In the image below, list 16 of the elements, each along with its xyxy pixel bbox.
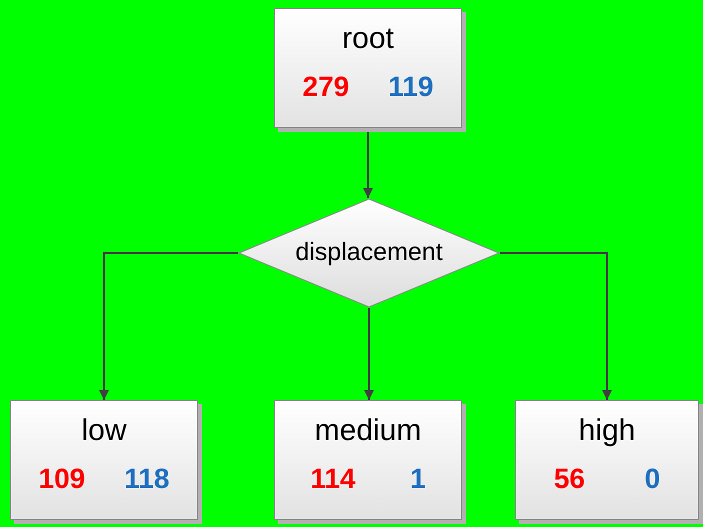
count-value: 109	[38, 462, 86, 496]
count-value: 114	[310, 462, 356, 496]
count-value: 56	[554, 462, 585, 496]
count-value: 0	[644, 462, 660, 496]
count-value: 118	[124, 462, 170, 496]
arrow	[99, 252, 238, 400]
node-title: root	[342, 21, 394, 57]
count-value: 1	[410, 462, 426, 496]
decision-label: displacement	[295, 237, 443, 268]
node-title: medium	[314, 413, 422, 449]
count-value: 279	[302, 70, 350, 104]
node-title: high	[578, 413, 636, 449]
node-title: low	[81, 413, 126, 449]
arrow	[364, 308, 374, 400]
arrow	[500, 252, 612, 400]
count-value: 119	[388, 70, 434, 104]
